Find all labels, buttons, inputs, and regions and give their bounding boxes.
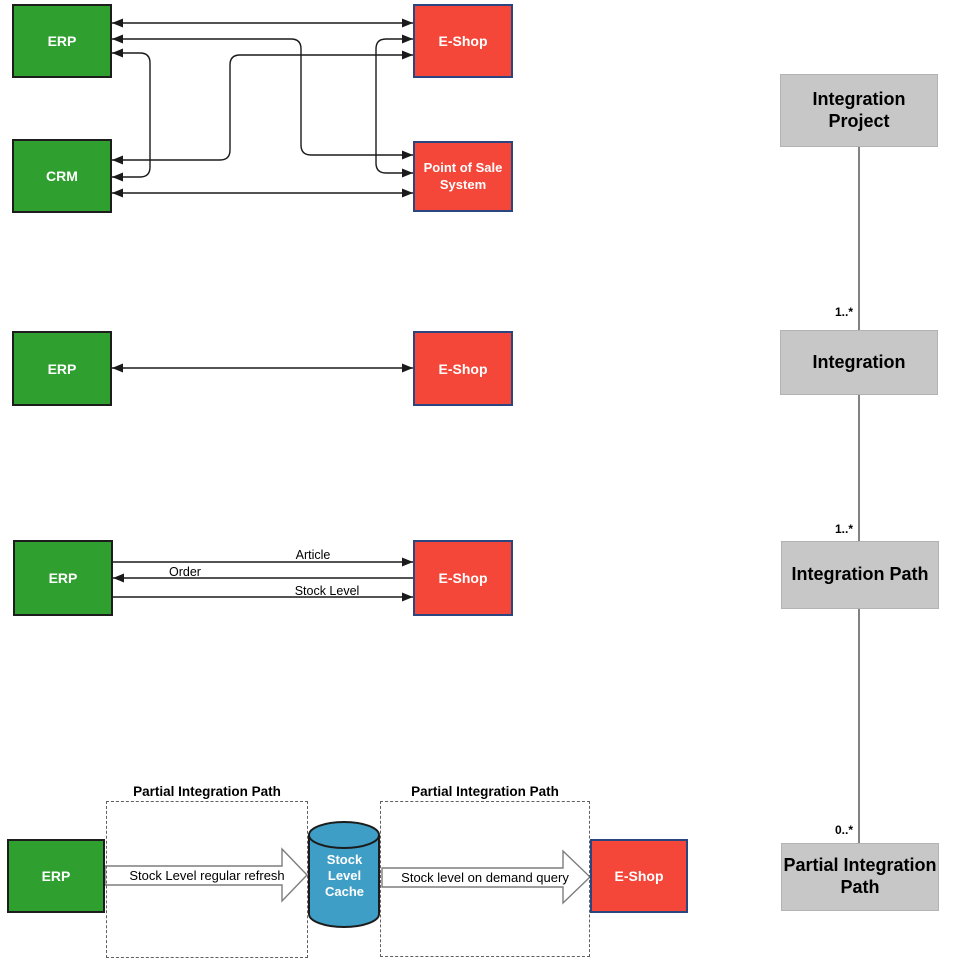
hierarchy-label: Integration Path (791, 564, 929, 585)
flow-text-regular-refresh: Stock Level regular refresh (129, 868, 285, 883)
partial-path-title-left: Partial Integration Path (133, 784, 281, 799)
hierarchy-label: Integration Project (812, 88, 906, 131)
system-box-erp-1: ERP (12, 4, 112, 78)
partial-path-region-left (106, 801, 308, 958)
system-label: Point of Sale System (423, 160, 503, 192)
system-label: ERP (47, 360, 77, 377)
connector-eshop-pos (375, 34, 413, 178)
system-box-crm: CRM (12, 139, 112, 213)
hollow-arrow-refresh (104, 847, 308, 903)
connector-erp-crm (112, 48, 151, 182)
system-label: CRM (46, 168, 78, 184)
system-label: E-Shop (438, 570, 488, 586)
system-label: ERP (41, 868, 71, 884)
flow-label-stock-level: Stock Level (294, 584, 360, 598)
hierarchy-label: Integration (812, 351, 906, 372)
hierarchy-box-partial-integration-path: Partial Integration Path (781, 843, 939, 911)
system-label: ERP (47, 33, 77, 49)
system-box-erp-2: ERP (12, 331, 112, 406)
hierarchy-box-integration-path: Integration Path (781, 541, 939, 609)
partial-path-title-right: Partial Integration Path (411, 784, 559, 799)
database-cylinder-icon (308, 821, 380, 928)
system-box-eshop-2: E-Shop (413, 331, 513, 406)
multiplicity-partial-integration-path: 0..* (834, 823, 853, 837)
stock-level-cache-label: Stock Level Cache (324, 852, 365, 899)
system-box-eshop-3: E-Shop (413, 540, 513, 616)
system-label: E-Shop (438, 33, 488, 49)
system-label: ERP (48, 570, 78, 586)
system-box-pos: Point of Sale System (413, 141, 513, 212)
flow-label-article: Article (295, 548, 331, 562)
partial-path-region-right (380, 801, 590, 957)
hollow-arrow-query (381, 849, 592, 905)
connector-erp-pos (112, 34, 413, 160)
system-box-erp-4: ERP (7, 839, 105, 913)
system-box-eshop-1: E-Shop (413, 4, 513, 78)
multiplicity-integration-path: 1..* (834, 522, 853, 536)
flow-text-on-demand-query: Stock level on demand query (401, 870, 569, 885)
hierarchy-box-integration-project: Integration Project (780, 74, 938, 147)
flow-label-order: Order (169, 565, 201, 579)
system-label: E-Shop (438, 360, 488, 377)
system-label: E-Shop (614, 868, 664, 884)
connector-crm-eshop (112, 50, 413, 165)
system-box-eshop-4: E-Shop (590, 839, 688, 913)
system-box-erp-3: ERP (13, 540, 113, 616)
hierarchy-label: Partial Integration Path (783, 855, 937, 897)
multiplicity-integration: 1..* (834, 305, 853, 319)
hierarchy-box-integration: Integration (780, 330, 938, 395)
